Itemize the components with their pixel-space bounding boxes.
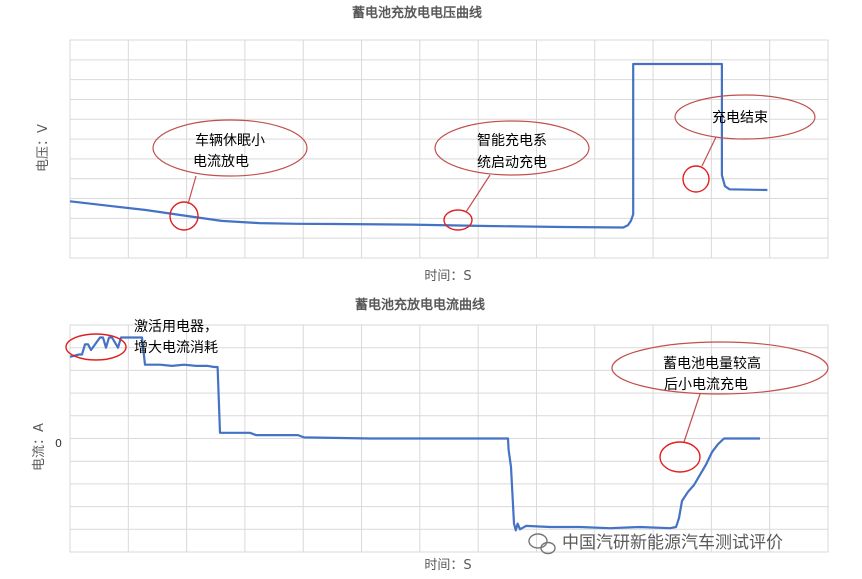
annotation-text-line-2: 统启动充电	[477, 155, 547, 171]
annotation-text-line-1: 蓄电池电量较高	[663, 355, 761, 372]
annotation-text-line-1: 车辆休眠小	[195, 132, 265, 149]
current-chart-title: 蓄电池充放电电流曲线	[355, 297, 485, 313]
annotation-text-line-1: 激活用电器，	[134, 318, 218, 335]
annotation-callout-ellipse	[674, 94, 816, 140]
annotation-text-line-2: 后小电流充电	[664, 377, 748, 393]
current-grid	[70, 325, 828, 552]
annotation-callout-ellipse	[611, 341, 829, 395]
annotation-pointer	[701, 136, 717, 167]
annotation-marker-circle	[65, 333, 127, 361]
annotation-marker-circle	[659, 441, 701, 473]
current-y-axis-label: 电流：A	[32, 423, 47, 471]
current-annotation-activate: 激活用电器， 增大电流消耗	[65, 318, 218, 361]
annotation-callout-ellipse	[434, 120, 590, 176]
annotation-marker-circle	[682, 165, 710, 193]
current-annotation-low-current-charge: 蓄电池电量较高 后小电流充电	[611, 341, 829, 473]
annotation-marker-circle	[169, 201, 199, 231]
current-x-axis-label: 时间：S	[424, 558, 471, 573]
annotation-text-line-2: 电流放电	[193, 154, 249, 170]
current-chart: 蓄电池充放电电流曲线 电流：A 0 时间：S 激活用电器， 增大电流消耗 蓄电池…	[32, 297, 829, 573]
annotation-text-line-1: 充电结束	[712, 110, 768, 126]
voltage-y-axis-label: 电压：V	[36, 124, 51, 172]
wechat-icon	[528, 533, 556, 555]
current-series-line	[69, 336, 760, 532]
voltage-chart: 蓄电池充放电电压曲线 电压：V 时间：S 车辆休眠小 电流放电 智能充电系 统启…	[36, 5, 829, 284]
annotation-text-line-1: 智能充电系	[477, 133, 547, 149]
annotation-callout-ellipse	[152, 119, 308, 177]
annotation-pointer	[187, 175, 197, 205]
annotation-pointer	[683, 393, 701, 443]
annotation-text-line-2: 增大电流消耗	[134, 340, 218, 356]
annotation-pointer	[465, 174, 491, 213]
voltage-annotation-sleep: 车辆休眠小 电流放电	[152, 119, 308, 231]
watermark: 中国汽研新能源汽车测试评价	[528, 533, 783, 555]
voltage-annotation-charge-start: 智能充电系 统启动充电	[434, 120, 590, 231]
current-y-tick-zero: 0	[55, 437, 62, 450]
voltage-chart-title: 蓄电池充放电电压曲线	[352, 5, 482, 21]
annotation-marker-circle	[443, 209, 473, 231]
voltage-x-axis-label: 时间：S	[424, 269, 471, 284]
watermark-text: 中国汽研新能源汽车测试评价	[562, 533, 783, 553]
voltage-annotation-charge-end: 充电结束	[674, 94, 816, 193]
